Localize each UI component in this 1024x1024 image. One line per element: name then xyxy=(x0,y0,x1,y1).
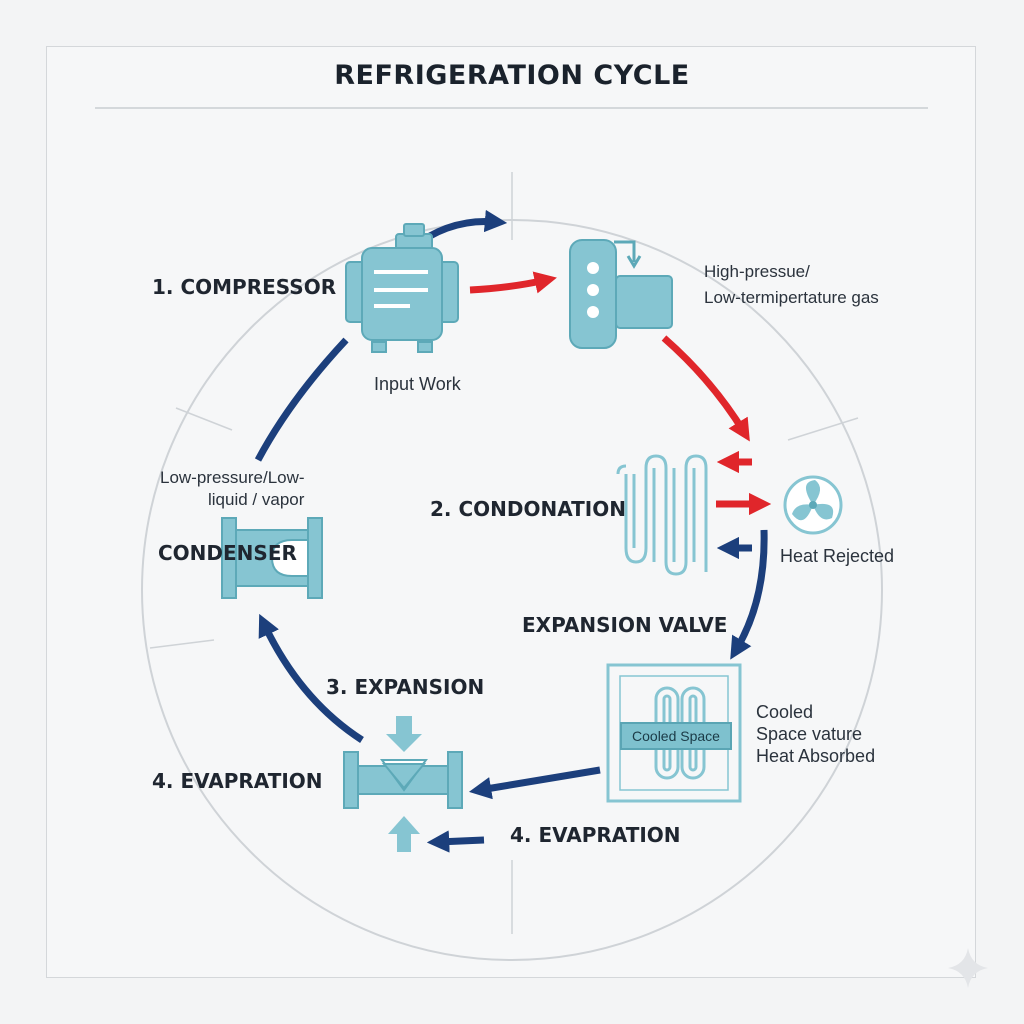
expansion-label: 3. EXPANSION xyxy=(326,675,485,699)
sparkle-icon xyxy=(948,948,988,988)
expansion-valve-label: EXPANSION VALVE xyxy=(522,613,728,637)
condonation-label: 2. CONDONATION xyxy=(430,497,626,521)
to-evaporator-arrow xyxy=(730,529,768,660)
cooled-line2: Space vature xyxy=(756,724,863,744)
condenser-coil-icon xyxy=(616,454,708,576)
valve-to-condenser-arrow xyxy=(258,613,364,743)
evapration-left-label: 4. EVAPRATION xyxy=(152,769,323,793)
condenser-pipe-icon xyxy=(221,517,323,599)
cooled-line1: Cooled xyxy=(756,702,814,722)
compressor-to-tank-arrow xyxy=(469,271,557,294)
evaporator-to-valve-arrow xyxy=(468,766,601,800)
input-work-label: Input Work xyxy=(374,374,461,394)
gas-state-line2: Low-termipertature gas xyxy=(704,288,879,307)
hot-gas-arrow xyxy=(661,335,750,442)
compressor-label: 1. COMPRESSOR xyxy=(152,275,337,299)
cooled-line3: Heat Absorbed xyxy=(756,746,876,766)
gas-state-line1: High-pressue/ xyxy=(704,262,810,281)
tank-icon xyxy=(569,239,673,349)
page-title: REFRIGERATION CYCLE xyxy=(334,60,690,91)
return-to-compressor-line xyxy=(254,337,349,462)
bottom-return-arrow xyxy=(426,830,485,853)
background-circle xyxy=(141,219,883,961)
evapration-bottom-label: 4. EVAPRATION xyxy=(510,823,681,847)
low-pressure-line1: Low-pressure/Low- xyxy=(160,468,305,487)
fan-icon xyxy=(783,475,843,535)
cooled-space-tag: Cooled Space xyxy=(620,722,732,750)
circle-ticks xyxy=(149,172,859,934)
heat-rejected-label: Heat Rejected xyxy=(780,546,895,566)
compressor-icon xyxy=(345,223,459,353)
condenser-label: CONDENSER xyxy=(158,541,297,565)
expansion-valve-icon xyxy=(343,716,463,852)
low-pressure-line2: liquid / vapor xyxy=(208,490,305,509)
